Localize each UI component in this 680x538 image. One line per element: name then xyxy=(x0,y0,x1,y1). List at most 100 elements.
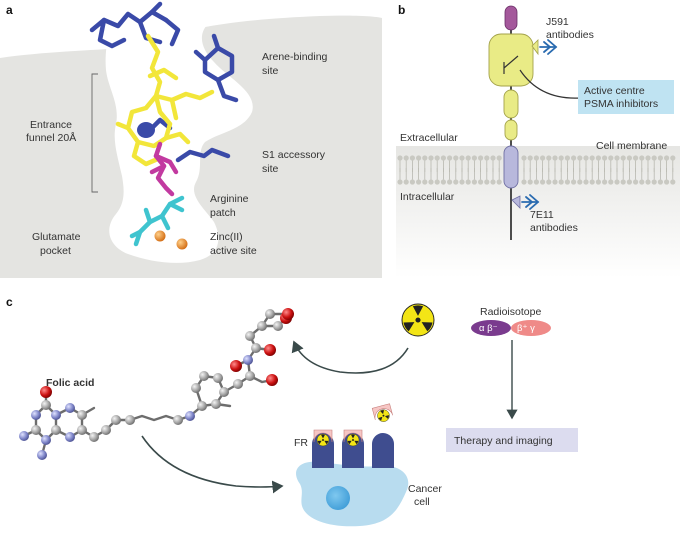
lipid-head xyxy=(589,155,595,161)
lipid-head xyxy=(645,179,651,185)
carbon-atom xyxy=(265,309,275,319)
s1-label-2: site xyxy=(262,163,279,175)
lipid-head xyxy=(490,155,496,161)
carbon-atom xyxy=(251,343,261,353)
entrance-bracket xyxy=(91,73,98,193)
lipid-head xyxy=(490,179,496,185)
bound-conjugate xyxy=(343,429,363,447)
oxygen-atom xyxy=(230,360,242,372)
nitrogen-atom xyxy=(37,450,47,460)
lipid-head xyxy=(657,179,664,185)
7e11-label-1: 7E11 xyxy=(530,209,554,221)
lipid-head xyxy=(670,179,676,185)
lipid-head xyxy=(453,179,459,185)
lipid-head xyxy=(409,155,415,161)
ligand-blue-ring xyxy=(137,122,155,138)
lipid-head xyxy=(602,179,608,185)
lipid-head xyxy=(397,179,403,185)
lipid-head xyxy=(478,155,484,161)
lipid-head xyxy=(583,179,589,185)
lipid-head xyxy=(626,155,633,161)
cell-membrane-label: Cell membrane xyxy=(596,140,667,152)
lipid-head xyxy=(608,179,614,185)
beta-gamma-pill xyxy=(511,320,551,336)
lipid-head xyxy=(546,179,552,185)
carbon-atom xyxy=(41,400,51,410)
cell-nucleus xyxy=(326,486,350,510)
protein-surface xyxy=(0,48,125,278)
lipid-head xyxy=(639,155,645,161)
psma-stalk-domain xyxy=(504,119,518,141)
lipid-head xyxy=(422,179,428,185)
panel-a: a xyxy=(0,0,382,278)
panel-a-label: a xyxy=(6,3,13,17)
zinc-label-2: active site xyxy=(210,245,257,257)
lipid-head xyxy=(664,179,670,185)
arene-label-2: site xyxy=(262,65,279,77)
active-site-mark xyxy=(503,55,519,74)
carbon-atom xyxy=(173,415,183,425)
lipid-head xyxy=(484,179,490,185)
nitrogen-atom xyxy=(19,431,29,441)
glutamate-label-2: pocket xyxy=(40,245,71,257)
labelling-arrow xyxy=(291,340,409,374)
folate-receptor xyxy=(372,433,394,468)
carbon-atom xyxy=(199,371,209,381)
lipid-head xyxy=(664,155,670,161)
lipid-head xyxy=(645,155,651,161)
lipid-head xyxy=(465,179,471,185)
zinc-atom xyxy=(154,230,166,242)
lipid-head xyxy=(440,179,446,185)
lipid-head xyxy=(633,179,639,185)
carbon-atom xyxy=(213,373,223,383)
radioisotope-label: Radioisotope xyxy=(480,306,541,318)
lipid-head xyxy=(471,155,477,161)
carbon-atom xyxy=(77,425,87,435)
carbon-atom xyxy=(101,425,111,435)
folic-acid-label: Folic acid xyxy=(46,377,94,389)
cell-membrane xyxy=(397,155,676,185)
lipid-head xyxy=(416,155,422,161)
binding-pocket xyxy=(105,0,253,263)
cancer-cell xyxy=(296,461,409,527)
lipid-head xyxy=(533,155,540,161)
lipid-head xyxy=(459,155,465,161)
lipid-head xyxy=(428,179,434,185)
alpha-beta-pill xyxy=(471,320,511,336)
ligand-yellow xyxy=(115,33,215,167)
nitrogen-atom xyxy=(65,403,75,413)
nitrogen-atom xyxy=(31,410,41,420)
psma-apical-domain xyxy=(504,5,518,31)
glutamate-label-1: Glutamate xyxy=(32,231,81,243)
nitrogen-atom xyxy=(185,411,195,421)
lipid-head xyxy=(564,155,571,161)
cancer-cell-label-2: cell xyxy=(414,496,430,508)
lipid-head xyxy=(595,179,602,185)
lipid-head xyxy=(602,155,608,161)
lipid-head xyxy=(571,155,577,161)
zinc-atom xyxy=(176,238,188,250)
lipid-head xyxy=(453,155,459,161)
lipid-head xyxy=(546,155,552,161)
lipid-head xyxy=(428,155,434,161)
carbon-atom xyxy=(31,425,41,435)
lipid-head xyxy=(527,179,533,185)
lipid-head xyxy=(459,179,465,185)
inhibitor-label-1: Active centre xyxy=(584,85,645,97)
lipid-head xyxy=(496,179,502,185)
carbon-atom xyxy=(125,415,135,425)
j591-label-1: J591 xyxy=(546,16,569,28)
oxygen-atom xyxy=(266,374,278,386)
lipid-head xyxy=(552,179,558,185)
lipid-head xyxy=(496,155,502,161)
psma-transmembrane-domain xyxy=(503,145,519,189)
radioactive-icon xyxy=(401,303,435,337)
lipid-head xyxy=(620,155,626,161)
lipid-head xyxy=(614,179,620,185)
free-conjugate xyxy=(371,403,393,424)
lipid-head xyxy=(403,155,409,161)
lipid-head xyxy=(403,179,409,185)
nitrogen-atom xyxy=(51,410,61,420)
targeting-arrow xyxy=(141,435,284,494)
ligand-blue xyxy=(89,1,239,163)
